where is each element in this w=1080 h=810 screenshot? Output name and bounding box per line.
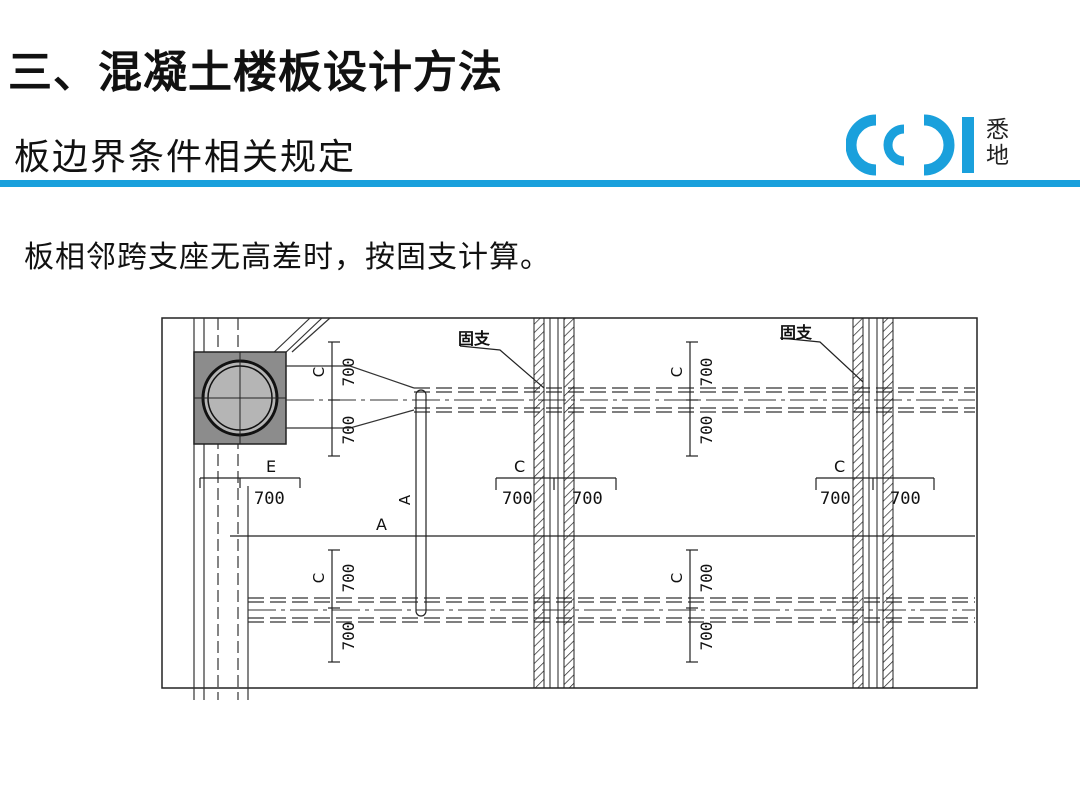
dim-700-wall-1-left: 700 [502,489,533,509]
hatched-wall-2 [852,317,894,689]
dim-700-mid-bottom-2: 700 [697,622,716,651]
dim-vertical-col [328,341,340,457]
logo-char-top: 悉 [986,117,1009,143]
dim-vertical-mid-bottom [686,549,698,663]
logo-arc-left-outer [846,114,877,176]
label-c-wall-2: C [834,457,845,476]
logo-bar [962,117,974,173]
slide-subtitle: 板边界条件相关规定 [14,137,357,178]
label-a-vertical: A [396,494,414,505]
label-c-col-top: C [310,367,328,377]
dim-vertical-left-bottom [328,549,340,663]
slide-title: 三、混凝土楼板设计方法 [8,47,503,98]
logo-wordmark: 悉 地 [986,117,1020,169]
dim-700-mid-bottom-1: 700 [697,564,716,593]
logo-arc-right [923,114,955,176]
hatched-wall-1 [533,317,575,689]
dim-vertical-mid-top [686,341,698,457]
label-e: E [266,457,276,476]
slab-support-drawing: 固支 固支 E C C A 700 700 700 700 700 C 700 … [161,317,978,700]
bottom-beam-band [248,597,975,623]
dim-700-left-bottom-2: 700 [339,622,358,651]
label-c-left-bottom: C [310,573,328,583]
dim-700-left-bottom-1: 700 [339,564,358,593]
dim-700-wall-1-right: 700 [572,489,603,509]
dim-700-col-top-1: 700 [339,358,358,387]
support-label-1: 固支 [458,329,491,348]
dim-700-wall-2-left: 700 [820,489,851,509]
header-divider [0,180,1080,187]
column-strip-flare [286,365,415,429]
company-logo [846,114,974,176]
support-leaders [459,337,864,389]
label-c-mid-bottom: C [668,573,686,583]
dim-horizontal-left [199,477,301,488]
diagonal-lines [269,317,331,357]
logo-arc-left-inner [883,124,905,166]
dim-700-mid-top-2: 700 [697,416,716,445]
dim-700-mid-top-1: 700 [697,358,716,387]
label-a-horizontal: A [376,515,387,534]
dim-horizontal-wall-1 [495,477,617,490]
top-beam-band [286,387,975,413]
span-bracket-a [415,389,427,617]
logo-char-bottom: 地 [986,143,1009,169]
support-label-2: 固支 [780,323,813,342]
dim-horizontal-wall-2 [815,477,935,490]
dim-700-wall-2-right: 700 [890,489,921,509]
label-c-mid-top: C [668,367,686,377]
dim-700-left: 700 [254,489,285,509]
rule-statement: 板相邻跨支座无高差时，按固支计算。 [24,240,551,275]
label-c-wall-1: C [514,457,525,476]
dim-700-col-top-2: 700 [339,416,358,445]
